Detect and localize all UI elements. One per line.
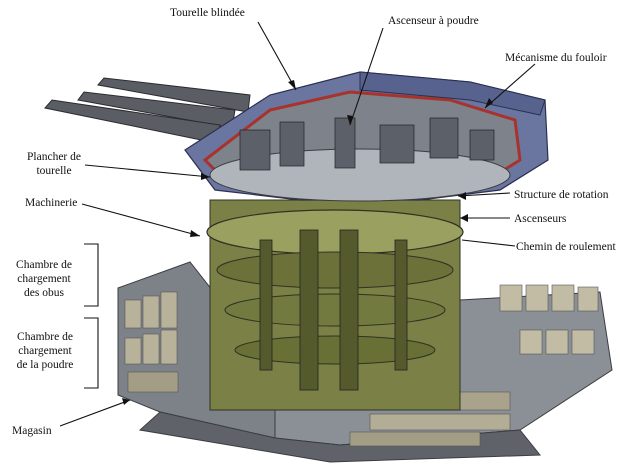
label-machinerie: Machinerie xyxy=(25,197,78,209)
label-obus-line1: Chambre de xyxy=(16,259,72,271)
shell-racks-left xyxy=(124,291,179,393)
gun-barrels xyxy=(44,77,251,144)
label-chemin-roulement: Chemin de roulement xyxy=(516,241,616,253)
hoist-trunks xyxy=(259,229,408,391)
leader-lines xyxy=(59,21,536,427)
label-obus-line3: des obus xyxy=(24,287,64,299)
label-plancher-line1: Plancher de xyxy=(27,151,81,163)
label-plancher-line2: tourelle xyxy=(36,165,72,177)
turret-roof-plate xyxy=(359,71,546,116)
label-poudre-line3: de la poudre xyxy=(16,359,74,371)
label-ascenseurs: Ascenseurs xyxy=(514,213,567,225)
label-poudre-line1: Chambre de xyxy=(17,331,73,343)
label-poudre-line2: chargement xyxy=(18,345,72,357)
label-plancher-tourelle: Plancher de tourelle xyxy=(22,150,86,178)
label-chambre-obus: Chambre de chargement des obus xyxy=(8,258,80,300)
label-magasin: Magasin xyxy=(12,425,52,437)
turret-machinery xyxy=(239,117,495,171)
label-chambre-poudre: Chambre de chargement de la poudre xyxy=(6,330,84,372)
label-structure-rotation: Structure de rotation xyxy=(514,189,609,201)
label-obus-line2: chargement xyxy=(17,273,71,285)
label-mecanisme-fouloir: Mécanisme du fouloir xyxy=(505,52,607,64)
label-tourelle-blindee: Tourelle blindée xyxy=(170,7,245,19)
arrowheads xyxy=(122,80,493,405)
hull-floor xyxy=(138,411,542,463)
roller-path xyxy=(206,209,464,255)
shell-racks-right xyxy=(349,284,599,447)
label-ascenseur-poudre: Ascenseur à poudre xyxy=(388,15,479,27)
